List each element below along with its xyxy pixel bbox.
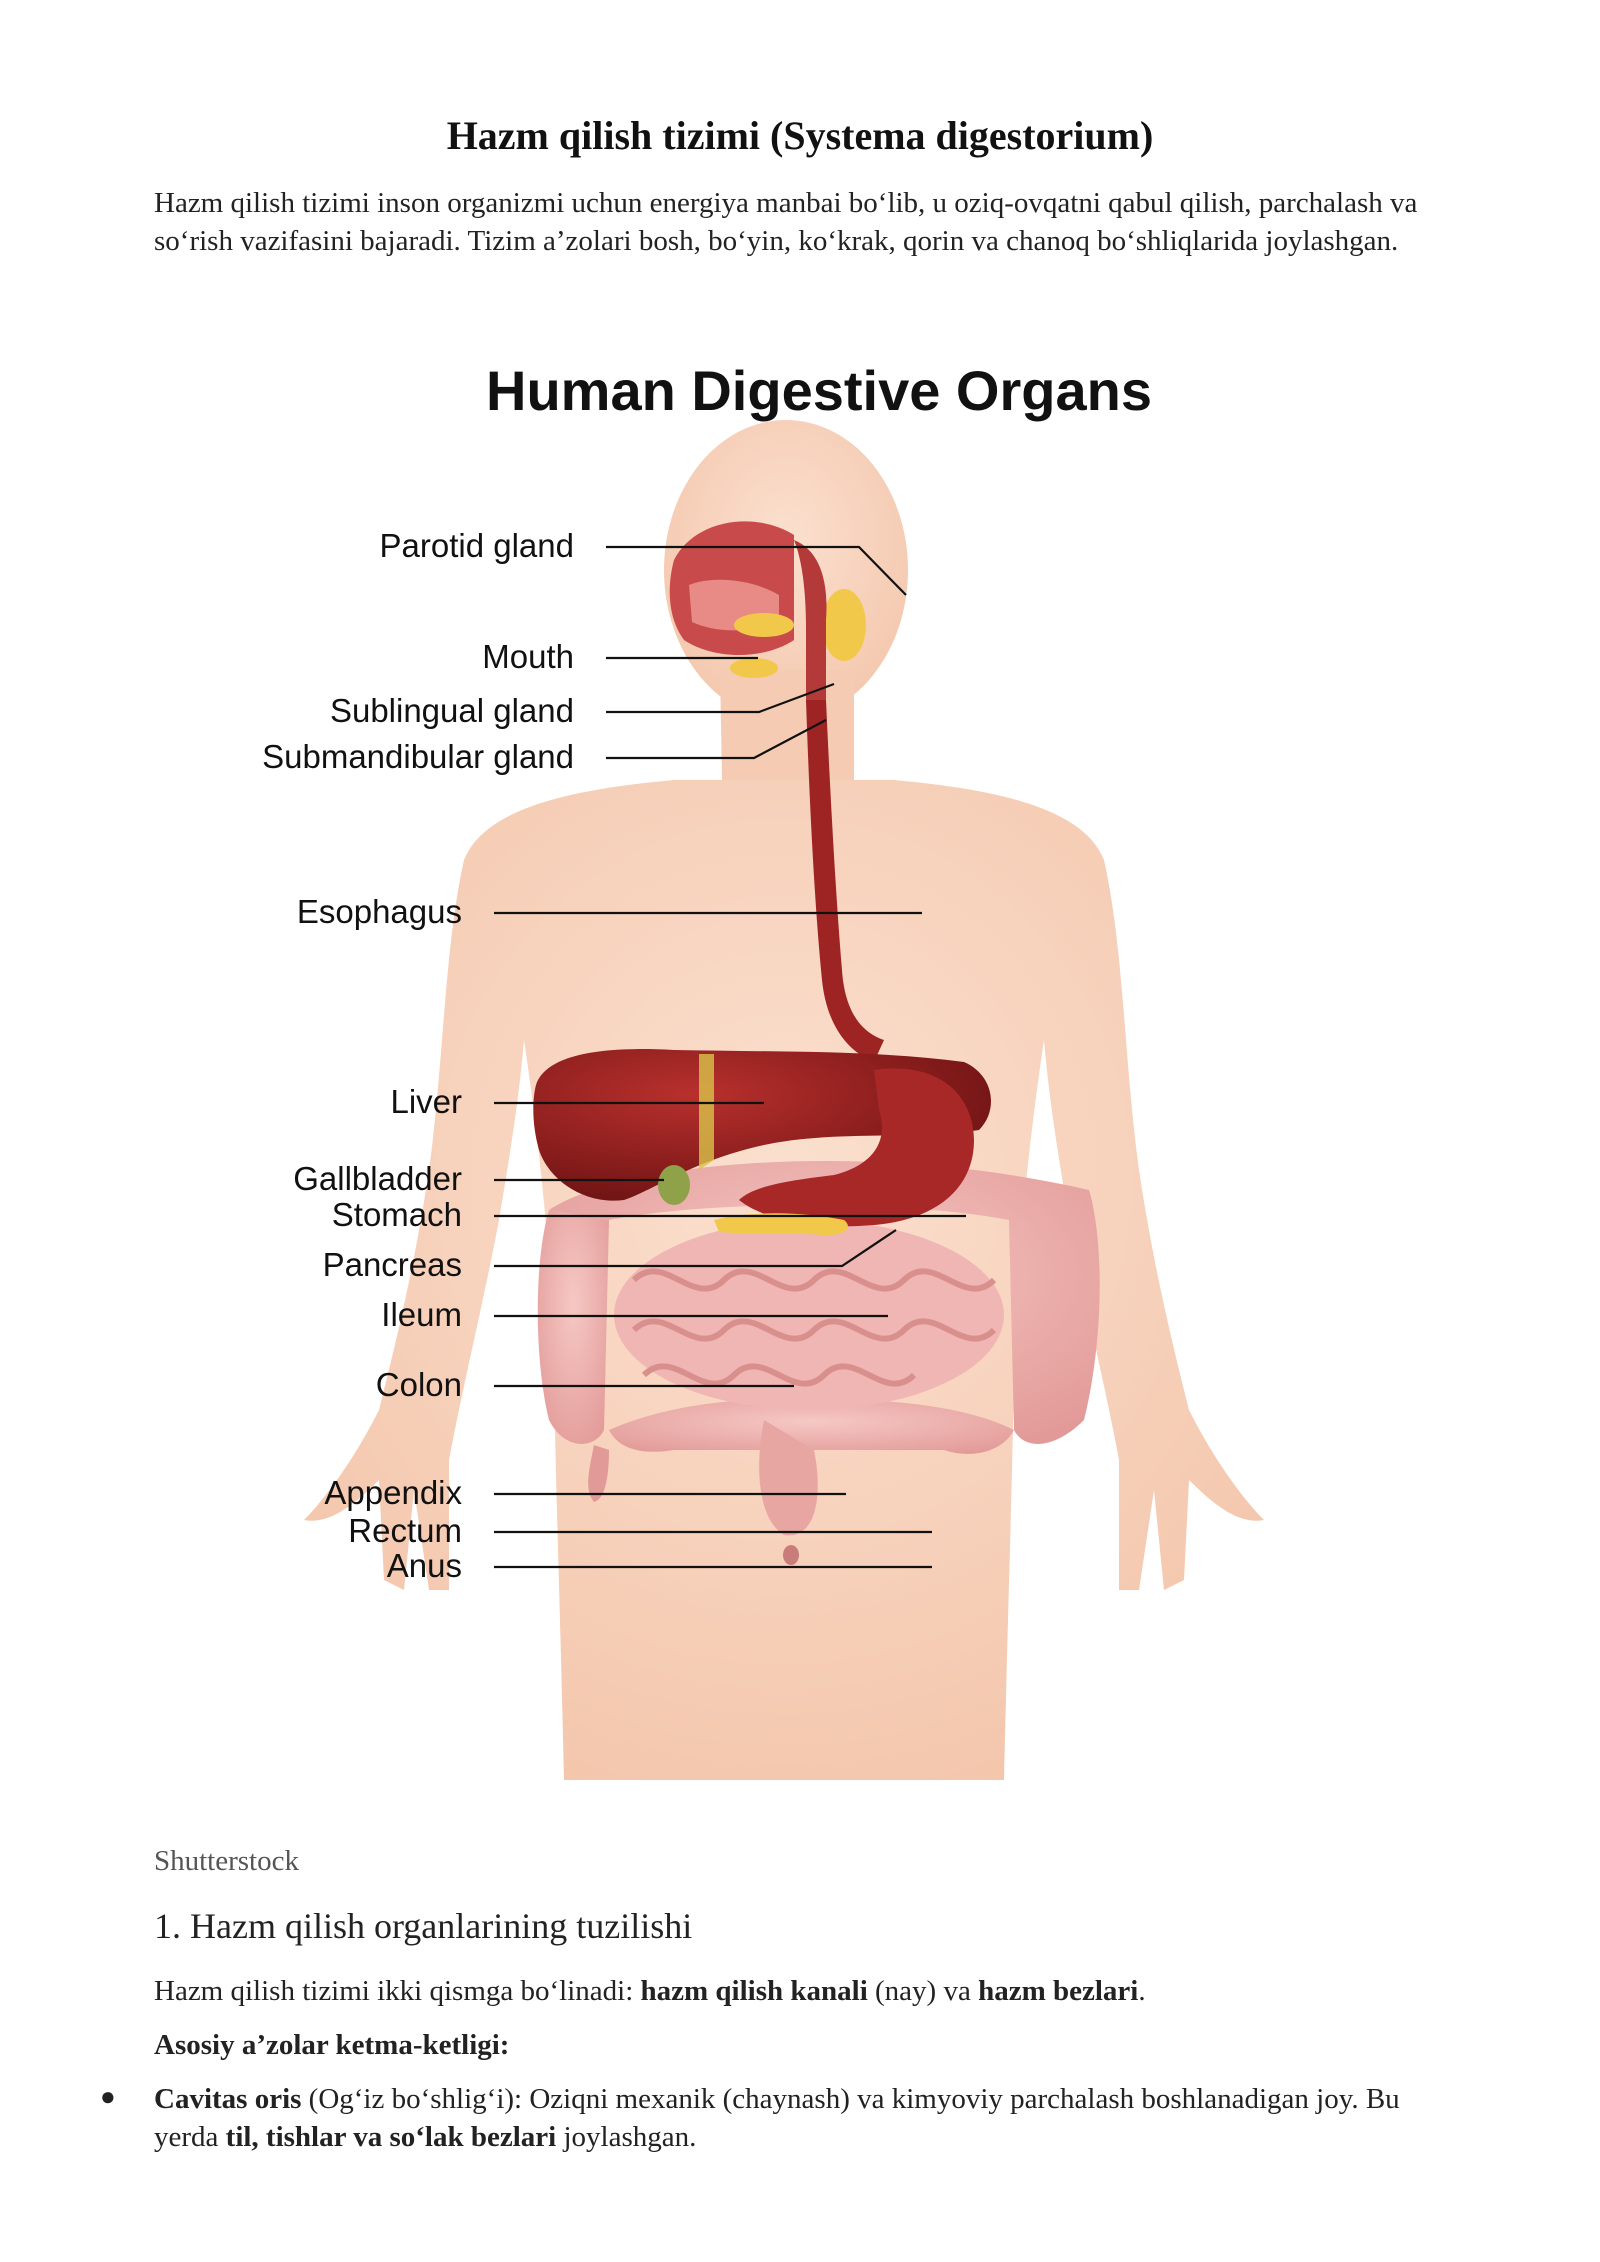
section-heading: 1. Hazm qilish organlarining tuzilishi bbox=[154, 1906, 693, 1946]
parotid-gland-shape bbox=[822, 589, 866, 661]
anus-shape bbox=[783, 1545, 799, 1565]
label-anus: Anus bbox=[386, 1547, 462, 1584]
page-title: Hazm qilish tizimi (Systema digestorium) bbox=[446, 113, 1154, 158]
bullet-bold-term: Cavitas oris bbox=[154, 2083, 302, 2115]
label-sublingual-gland: Sublingual gland bbox=[329, 692, 574, 729]
bullet-text: joylashgan. bbox=[556, 2121, 697, 2153]
intro-paragraph: Hazm qilish tizimi inson organizmi uchun… bbox=[154, 187, 1418, 257]
gallbladder-shape bbox=[658, 1165, 690, 1205]
label-colon: Colon bbox=[375, 1366, 462, 1403]
bullet-item-cavitas-oris: Cavitas oris (Og‘iz bo‘shlig‘i): Oziqni … bbox=[154, 2080, 1454, 2156]
digestive-illustration bbox=[304, 420, 1264, 1780]
digestive-system-figure: Human Digestive Organs Parotid gland Mou… bbox=[154, 340, 1446, 1800]
label-submandibular-gland: Submandibular gland bbox=[262, 738, 574, 775]
label-gallbladder: Gallbladder bbox=[293, 1160, 462, 1197]
esophagus-shape bbox=[806, 700, 884, 1062]
para-bold-term: hazm bezlari bbox=[978, 1975, 1139, 2007]
para-bold-term: hazm qilish kanali bbox=[640, 1975, 868, 2007]
para-text: Hazm qilish tizimi ikki qismga bo‘linadi… bbox=[154, 1975, 641, 2007]
label-pancreas: Pancreas bbox=[322, 1246, 462, 1283]
submandibular-gland-shape bbox=[730, 658, 778, 678]
bullet-bold-term: til, tishlar va so‘lak bezlari bbox=[225, 2121, 557, 2153]
figure-title: Human Digestive Organs bbox=[486, 359, 1152, 422]
rectum-shape bbox=[759, 1420, 818, 1536]
label-appendix: Appendix bbox=[324, 1474, 462, 1511]
para-text: . bbox=[1138, 1975, 1146, 2007]
bullet-marker: ● bbox=[100, 2082, 116, 2111]
head-organs bbox=[669, 521, 866, 700]
label-mouth: Mouth bbox=[482, 638, 574, 675]
pancreas-shape bbox=[714, 1213, 848, 1236]
stomach-shape bbox=[739, 1068, 974, 1227]
para-text: (nay) va bbox=[867, 1975, 979, 2007]
bullet-text: (Og‘iz bo‘shlig‘i): Oziqni mexanik (chay… bbox=[154, 2083, 1400, 2153]
label-esophagus: Esophagus bbox=[296, 893, 462, 930]
label-ileum: Ileum bbox=[381, 1296, 462, 1333]
subheading: Asosiy a’zolar ketma-ketligi: bbox=[154, 2029, 510, 2061]
paragraph-parts: Hazm qilish tizimi ikki qismga bo‘linadi… bbox=[154, 1972, 1454, 2010]
sublingual-gland-shape bbox=[734, 613, 794, 637]
leader-lines bbox=[494, 545, 966, 1569]
appendix-shape bbox=[588, 1445, 609, 1502]
label-parotid-gland: Parotid gland bbox=[379, 527, 574, 564]
label-rectum: Rectum bbox=[348, 1512, 462, 1549]
image-credit: Shutterstock bbox=[154, 1845, 299, 1877]
label-stomach: Stomach bbox=[331, 1196, 462, 1233]
label-liver: Liver bbox=[390, 1083, 462, 1120]
